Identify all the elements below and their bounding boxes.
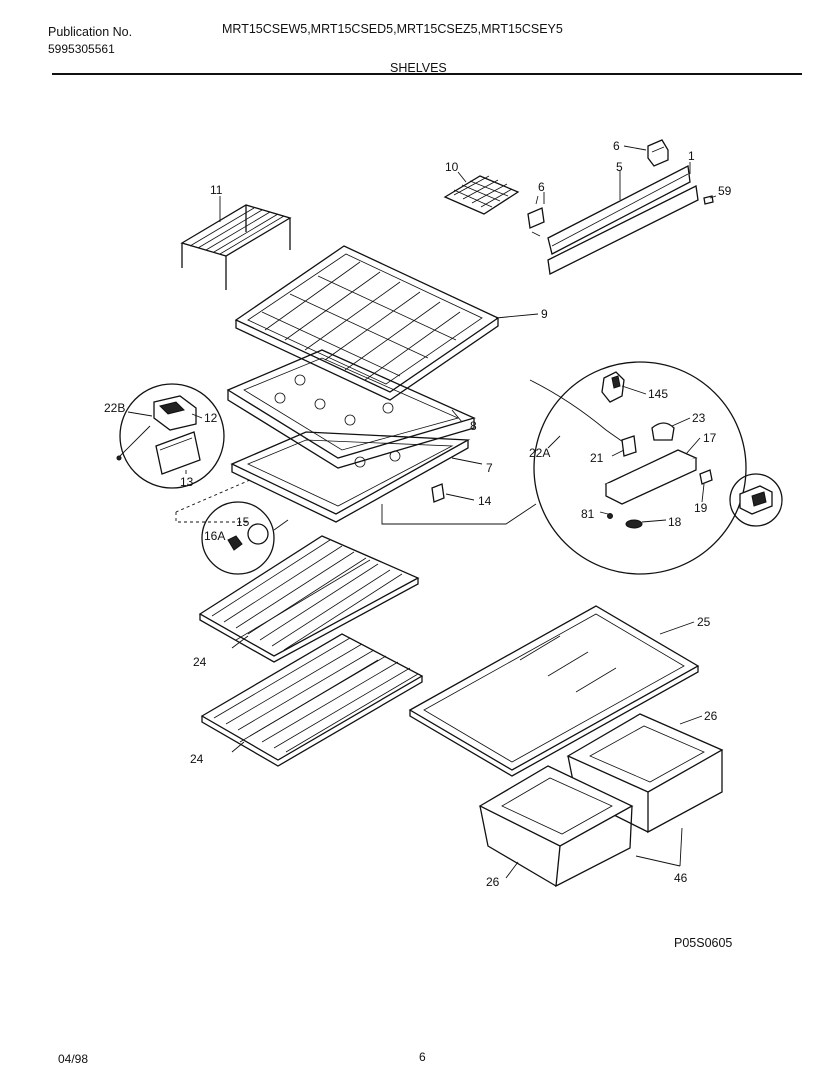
part-wire-shelf-support xyxy=(180,204,292,290)
part-rails xyxy=(547,164,714,275)
callout-81: 81 xyxy=(581,507,595,521)
callout-145: 145 xyxy=(648,387,668,401)
callout-6-top: 6 xyxy=(613,139,620,153)
detail-circle-bulb xyxy=(201,501,289,575)
callout-26-right: 26 xyxy=(704,709,718,723)
header-rule xyxy=(52,73,802,75)
callout-24-upper: 24 xyxy=(193,655,207,669)
callout-22a: 22A xyxy=(529,446,550,460)
detail-circle-right xyxy=(529,361,747,575)
callout-23: 23 xyxy=(692,411,706,425)
page-number: 6 xyxy=(419,1050,426,1064)
callout-14: 14 xyxy=(478,494,492,508)
part-glass-shelf xyxy=(408,605,700,777)
callout-1: 1 xyxy=(688,149,695,163)
callout-21: 21 xyxy=(590,451,604,465)
callout-25: 25 xyxy=(697,615,711,629)
detail-circle-left xyxy=(116,383,225,489)
part-bottom-shelf xyxy=(230,431,471,523)
part-bracket xyxy=(527,139,669,237)
callout-15: 15 xyxy=(236,515,250,529)
callout-8: 8 xyxy=(470,419,477,433)
callout-11: 11 xyxy=(210,183,223,197)
callout-26-left: 26 xyxy=(486,875,500,889)
callout-24-lower: 24 xyxy=(190,752,204,766)
leader-lines xyxy=(127,145,717,879)
callout-19: 19 xyxy=(694,501,708,515)
callout-12: 12 xyxy=(204,411,218,425)
callout-6: 6 xyxy=(538,180,545,194)
publication-number: 5995305561 xyxy=(48,42,115,56)
publication-date: 04/98 xyxy=(58,1052,89,1066)
part-wire-shelf-lower xyxy=(200,633,424,767)
publication-label: Publication No. xyxy=(48,25,133,39)
callout-labels: 11 10 6 6 5 1 59 9 22B 12 8 13 7 14 145 … xyxy=(104,139,732,889)
callout-9: 9 xyxy=(541,307,548,321)
callout-59: 59 xyxy=(718,184,732,198)
callout-16a: 16A xyxy=(204,529,225,543)
callout-5: 5 xyxy=(616,160,623,174)
dashed-guide-left xyxy=(175,479,251,523)
callout-46: 46 xyxy=(674,871,688,885)
part-wire-shelf-upper xyxy=(198,535,420,663)
callout-13: 13 xyxy=(180,475,194,489)
part-crisper-drawer-right xyxy=(566,713,724,834)
part-crisper-drawer-left xyxy=(478,765,634,888)
part-middle-shelf xyxy=(226,349,476,469)
callout-7: 7 xyxy=(486,461,493,475)
callout-17: 17 xyxy=(703,431,717,445)
model-numbers: MRT15CSEW5,MRT15CSED5,MRT15CSEZ5,MRT15CS… xyxy=(222,22,563,36)
callout-22b: 22B xyxy=(104,401,125,415)
guide-line-center xyxy=(381,503,537,525)
callout-10: 10 xyxy=(445,160,459,174)
section-title: SHELVES xyxy=(390,61,447,75)
callout-18: 18 xyxy=(668,515,682,529)
drawing-code: P05S0605 xyxy=(674,936,733,950)
detail-circle-switch xyxy=(729,473,783,527)
part-egg-tray xyxy=(443,175,520,215)
part-switch xyxy=(431,483,445,503)
